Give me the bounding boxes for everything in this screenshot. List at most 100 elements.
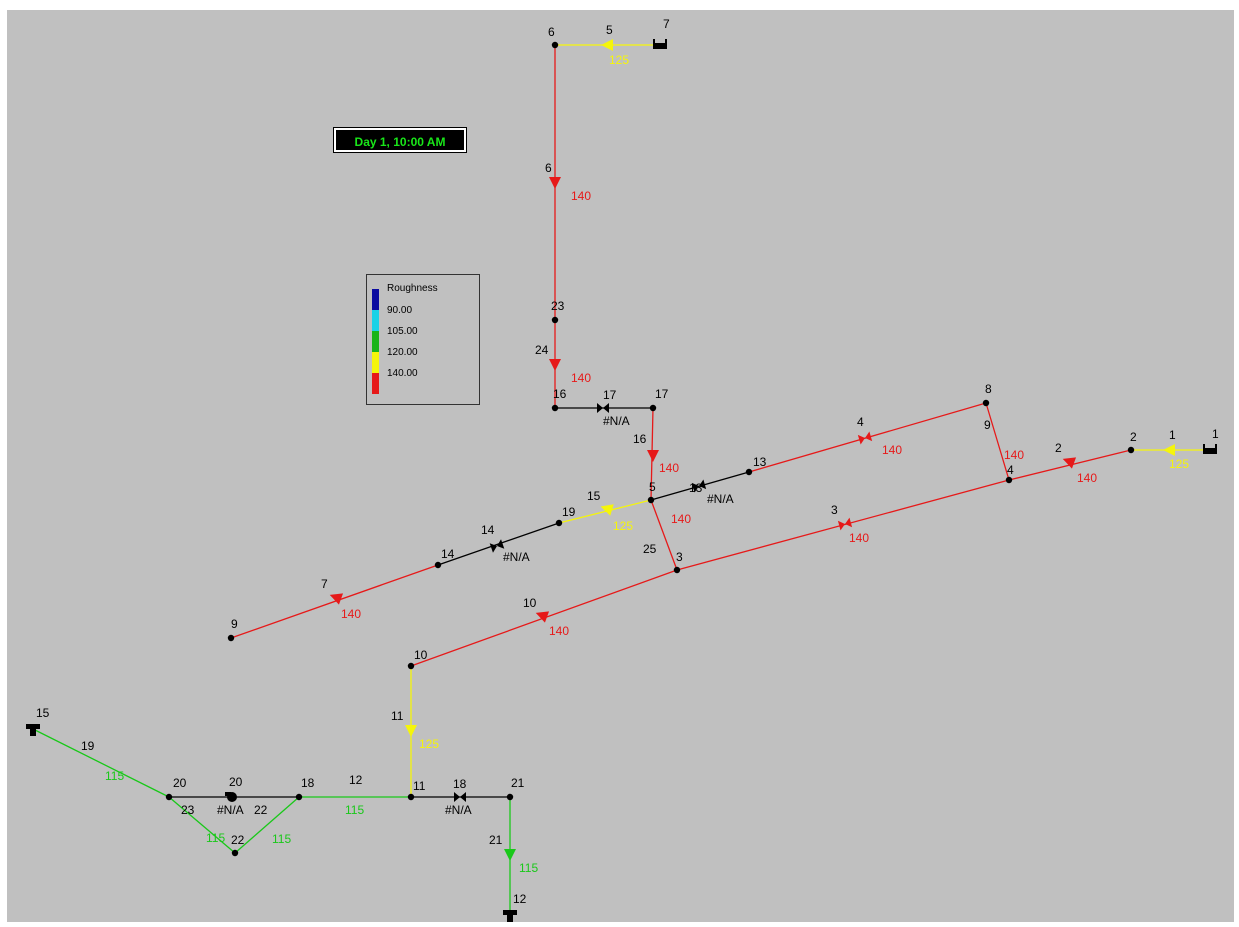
link-11-value-label: 125 — [419, 737, 439, 751]
link-21-value-label: 115 — [519, 861, 538, 875]
legend-swatch-3 — [372, 331, 379, 352]
roughness-legend[interactable]: Roughness 90.00 105.00 120.00 140.00 — [366, 274, 480, 405]
link-14-value-label: #N/A — [503, 550, 530, 564]
node-9-label: 9 — [231, 617, 238, 631]
node-20-junction[interactable] — [165, 793, 173, 801]
link-25-id-label: 25 — [643, 542, 657, 556]
node-7-tank-icon[interactable] — [653, 39, 667, 49]
node-21-junction[interactable] — [506, 793, 514, 801]
link-15-line[interactable] — [558, 499, 652, 524]
node-6-junction[interactable] — [551, 41, 559, 49]
node-1-tank-icon[interactable] — [1203, 444, 1217, 454]
node-10-label: 10 — [414, 648, 428, 662]
node-1-label: 1 — [1212, 427, 1219, 441]
link-24-flow-arrow-icon — [549, 359, 561, 371]
node-23-junction[interactable] — [551, 316, 559, 324]
link-1-value-label: 125 — [1169, 457, 1189, 471]
link-9-line[interactable] — [985, 402, 1010, 481]
link-20-value-label: #N/A — [217, 803, 244, 817]
link-20-pump-icon[interactable] — [225, 792, 237, 802]
node-3-junction[interactable] — [673, 566, 681, 574]
nodes-layer — [26, 39, 1217, 922]
link-6-value-label: 140 — [571, 189, 591, 203]
legend-swatch-1 — [372, 289, 379, 310]
link-21-id-label: 21 — [489, 833, 503, 847]
link-13-valve-icon[interactable] — [691, 479, 707, 493]
link-17-valve-icon[interactable] — [597, 403, 609, 413]
link-5-value-label: 125 — [609, 53, 629, 67]
node-11-label: 11 — [413, 779, 426, 793]
node-22-label: 22 — [231, 833, 245, 847]
link-2-value-label: 140 — [1077, 471, 1097, 485]
link-3-value-label: 140 — [849, 531, 869, 545]
link-17-id-label: 17 — [603, 388, 617, 402]
legend-title: Roughness — [387, 283, 438, 294]
link-19-value-label: 115 — [105, 769, 124, 783]
link-10-id-label: 10 — [523, 596, 537, 610]
labels-layer: 512561402414017#N/A1614013#N/A4140914011… — [36, 17, 1219, 906]
node-13-junction[interactable] — [745, 468, 753, 476]
node-14-junction[interactable] — [434, 561, 442, 569]
node-22-junction[interactable] — [231, 849, 239, 857]
node-9-junction[interactable] — [227, 634, 235, 642]
link-25-line[interactable] — [650, 499, 678, 571]
link-23-line[interactable] — [168, 796, 236, 854]
link-6-id-label: 6 — [545, 161, 552, 175]
link-10-flow-arrow-icon — [535, 611, 550, 623]
link-14-id-label: 14 — [481, 523, 495, 537]
network-canvas[interactable]: 512561402414017#N/A1614013#N/A4140914011… — [7, 10, 1234, 922]
link-9-value-label: 140 — [1004, 448, 1024, 462]
node-18-label: 18 — [301, 776, 315, 790]
node-16-label: 16 — [553, 387, 567, 401]
link-25-value-label: 140 — [671, 512, 691, 526]
node-8-junction[interactable] — [982, 399, 990, 407]
node-6-label: 6 — [548, 25, 555, 39]
node-15-reservoir-icon[interactable] — [26, 724, 40, 736]
node-2-label: 2 — [1130, 430, 1137, 444]
link-10-value-label: 140 — [549, 624, 569, 638]
node-5-junction[interactable] — [647, 496, 655, 504]
node-13-label: 13 — [753, 455, 767, 469]
link-3-id-label: 3 — [831, 503, 838, 517]
link-7-line[interactable] — [230, 564, 439, 639]
link-18-valve-icon[interactable] — [454, 792, 466, 802]
link-14-valve-icon[interactable] — [489, 539, 505, 553]
link-22-line[interactable] — [234, 796, 300, 854]
node-10-junction[interactable] — [407, 662, 415, 670]
link-21-flow-arrow-icon — [504, 849, 516, 861]
link-4-id-label: 4 — [857, 415, 864, 429]
link-23-id-label: 23 — [181, 803, 195, 817]
node-4-label: 4 — [1007, 463, 1014, 477]
node-18-junction[interactable] — [295, 793, 303, 801]
link-19-line[interactable] — [32, 728, 170, 798]
link-13-value-label: #N/A — [707, 492, 734, 506]
simulation-time-label: Day 1, 10:00 AM — [333, 127, 467, 153]
node-4-junction[interactable] — [1005, 476, 1013, 484]
link-15-id-label: 15 — [587, 489, 601, 503]
link-16-id-label: 16 — [633, 432, 647, 446]
node-16-junction[interactable] — [551, 404, 559, 412]
link-3-valve-icon[interactable] — [837, 517, 853, 531]
link-16-value-label: 140 — [659, 461, 679, 475]
node-19-junction[interactable] — [555, 519, 563, 527]
link-1-flow-arrow-icon — [1163, 444, 1175, 456]
node-23-label: 23 — [551, 299, 565, 313]
link-4-valve-icon[interactable] — [857, 431, 873, 445]
node-17-junction[interactable] — [649, 404, 657, 412]
node-12-reservoir-icon[interactable] — [503, 910, 517, 922]
link-5-flow-arrow-icon — [601, 39, 613, 51]
link-2-flow-arrow-icon — [1062, 457, 1077, 469]
node-7-label: 7 — [663, 17, 670, 31]
link-18-value-label: #N/A — [445, 803, 472, 817]
link-22-id-label: 22 — [254, 803, 268, 817]
link-15-flow-arrow-icon — [600, 504, 614, 516]
node-11-junction[interactable] — [407, 793, 415, 801]
links-layer — [32, 39, 1210, 915]
link-22-value-label: 115 — [272, 832, 291, 846]
legend-label-3: 120.00 — [387, 347, 418, 358]
link-24-id-label: 24 — [535, 343, 549, 357]
link-1-id-label: 1 — [1169, 428, 1176, 442]
link-2-id-label: 2 — [1055, 441, 1062, 455]
node-2-junction[interactable] — [1127, 446, 1135, 454]
